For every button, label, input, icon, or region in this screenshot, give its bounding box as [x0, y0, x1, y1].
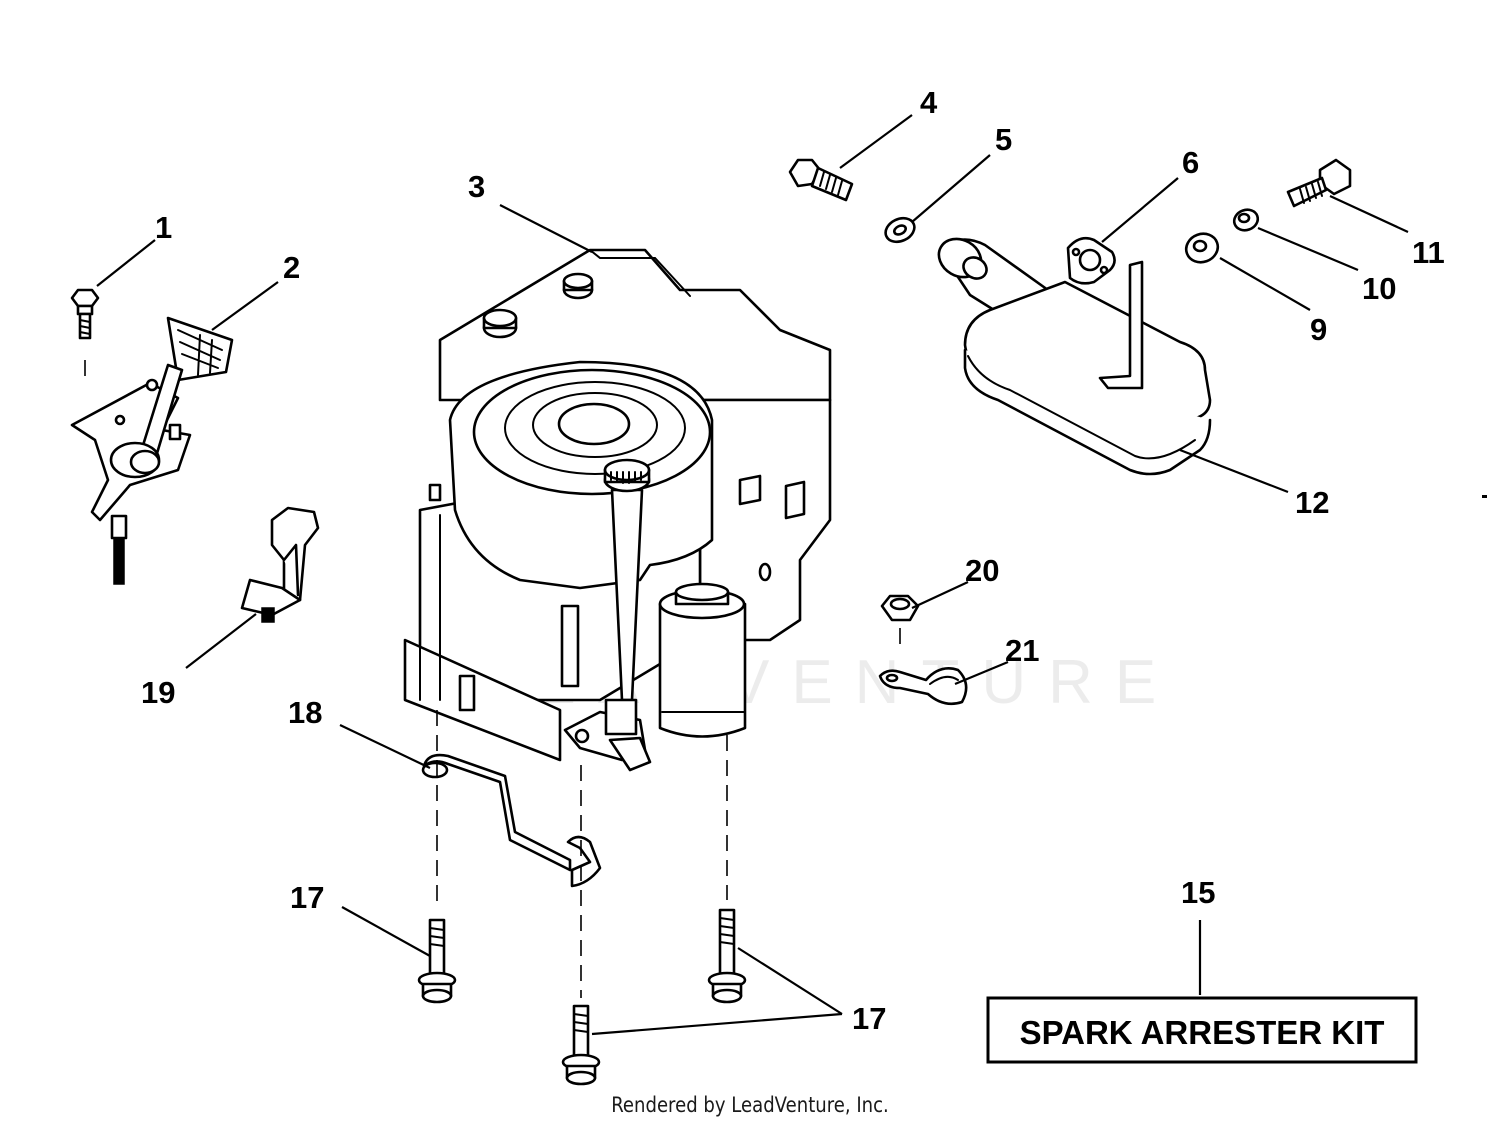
callout-17-right: 17 — [852, 1001, 886, 1036]
part-17-bolt-left — [417, 918, 457, 1004]
part-19-bracket — [240, 506, 320, 623]
part-5-washer — [884, 216, 916, 244]
callout-11: 11 — [1412, 235, 1445, 270]
part-3-engine — [403, 248, 832, 772]
part-1-bolt — [70, 288, 100, 380]
callout-10: 10 — [1362, 271, 1396, 306]
callout-3: 3 — [468, 169, 485, 204]
spark-arrester-kit-label: SPARK ARRESTER KIT — [1020, 1014, 1385, 1051]
callout-5: 5 — [995, 122, 1012, 157]
footer-credit: Rendered by LeadVenture, Inc. — [611, 1093, 889, 1117]
callout-4: 4 — [920, 85, 938, 120]
callout-numbers: 1 2 3 4 5 6 9 10 11 12 15 17 17 18 19 20… — [141, 85, 1445, 1036]
callout-15: 15 — [1181, 875, 1215, 910]
part-11-bolt — [1286, 158, 1352, 208]
part-6-gasket — [1066, 236, 1116, 285]
part-10-lockwasher — [1232, 208, 1260, 232]
leader-lines — [96, 114, 1409, 1036]
part-21-clamp — [878, 667, 968, 706]
callout-2: 2 — [283, 250, 300, 285]
callout-19: 19 — [141, 675, 175, 710]
edge-mark — [1482, 495, 1487, 498]
callout-6: 6 — [1182, 145, 1199, 180]
part-17-bolt-middle — [561, 1004, 601, 1086]
part-9-washer — [1184, 232, 1220, 264]
part-17-bolt-right — [707, 908, 747, 1004]
part-12-muffler — [937, 237, 1212, 476]
callout-21: 21 — [1005, 633, 1039, 668]
callout-1: 1 — [155, 210, 172, 245]
callout-20: 20 — [965, 553, 999, 588]
part-18-rod — [421, 753, 602, 888]
alignment-lines — [436, 710, 728, 998]
spark-arrester-kit-box: SPARK ARRESTER KIT — [986, 996, 1418, 1064]
callout-9: 9 — [1310, 312, 1327, 347]
part-4-bolt — [788, 158, 854, 202]
part-20-nut — [880, 594, 920, 650]
part-2-throttle-control — [70, 316, 234, 585]
callout-12: 12 — [1295, 485, 1329, 520]
callout-18: 18 — [288, 695, 322, 730]
callout-17-left: 17 — [290, 880, 324, 915]
